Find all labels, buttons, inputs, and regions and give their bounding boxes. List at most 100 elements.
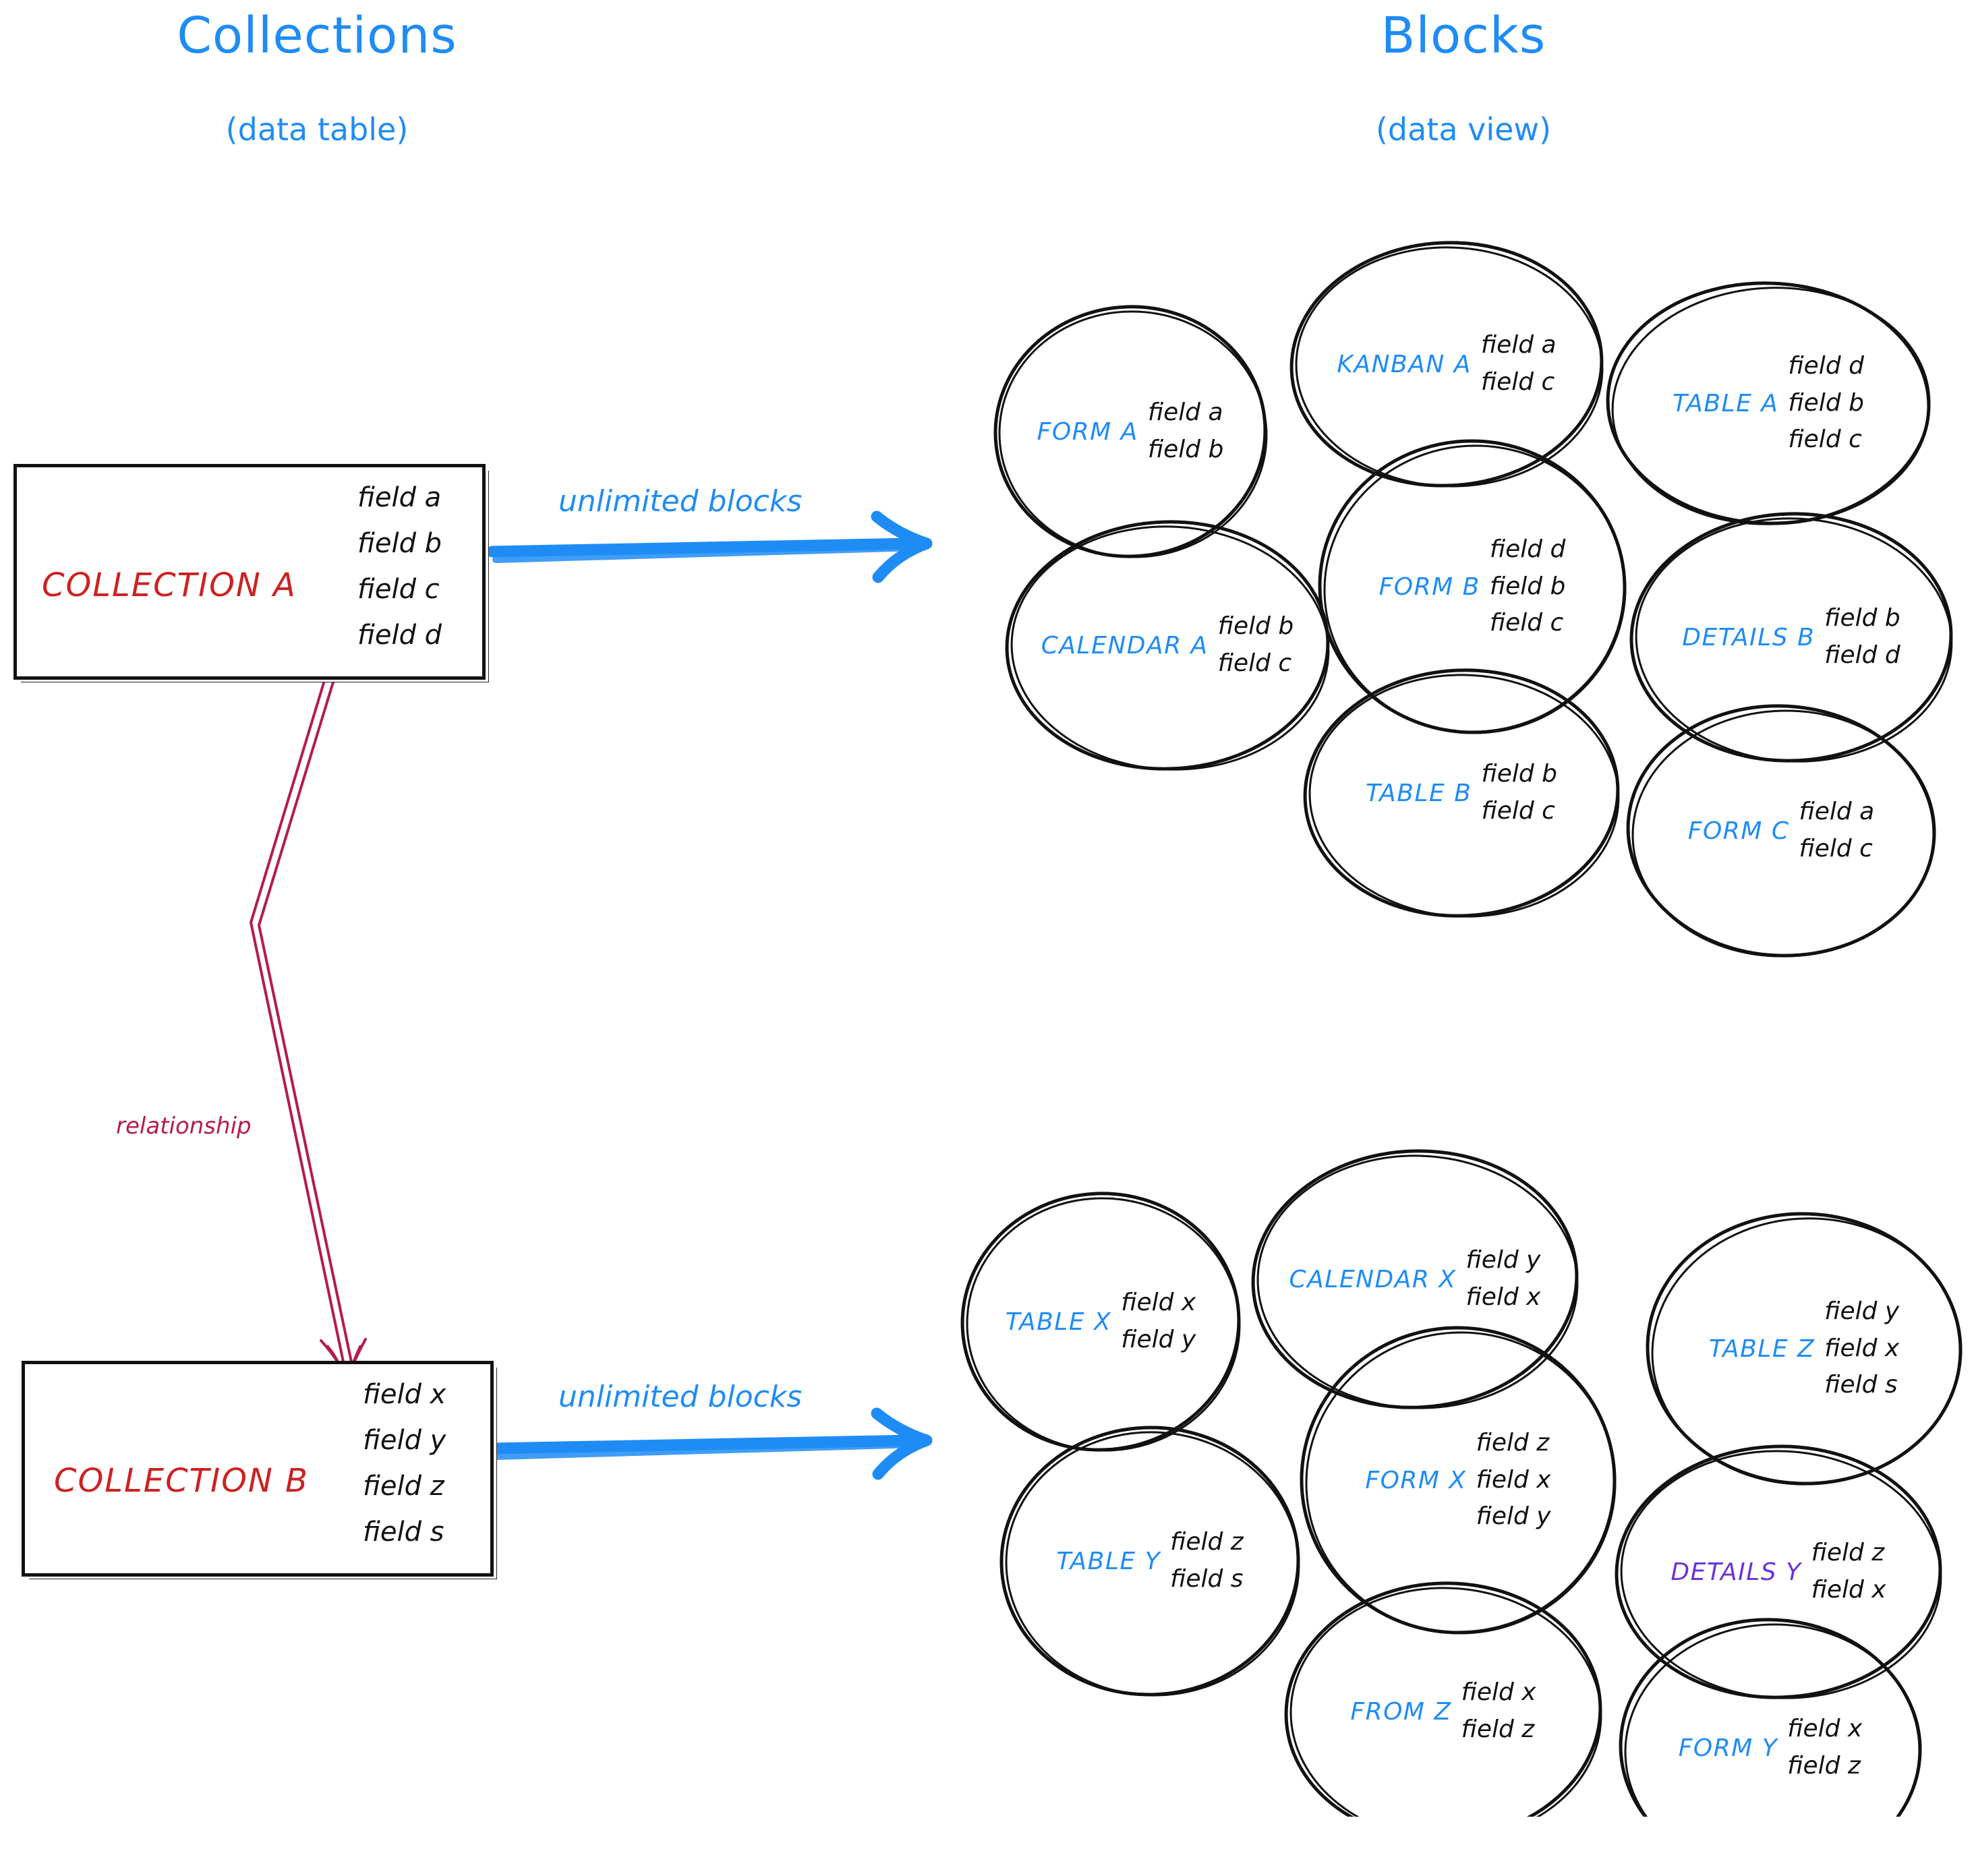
block-table-b[interactable]: TABLE B field b field c — [1305, 670, 1618, 916]
relationship-label: relationship — [116, 1113, 252, 1140]
block-name: FORM A — [1037, 417, 1138, 446]
block-name: FROM Z — [1350, 1697, 1452, 1726]
collection-a-field: field d — [357, 620, 442, 651]
collection-b-box[interactable] — [22, 1361, 494, 1577]
arrow-unlimited-blocks-b — [486, 1407, 933, 1480]
collection-b-field: field x — [363, 1379, 446, 1410]
arrow-label-unlimited-blocks-a: unlimited blocks — [558, 484, 803, 519]
block-field: field b — [1147, 436, 1224, 463]
block-details-y[interactable]: DETAILS Y field z field x — [1617, 1446, 1940, 1697]
block-field: field c — [1480, 368, 1555, 396]
block-field-list: field b field c — [1481, 756, 1557, 829]
block-field-list: field x field z — [1787, 1711, 1862, 1784]
page-subtitle-blocks: (data view) — [1375, 111, 1552, 148]
block-from-z[interactable]: FROM Z field x field z — [1286, 1583, 1600, 1840]
block-field: field a — [1480, 331, 1557, 359]
block-field: field x — [1476, 1465, 1551, 1494]
block-field: field b — [1489, 572, 1566, 600]
block-table-z[interactable]: TABLE Z field y field x field s — [1648, 1214, 1960, 1484]
block-field: field x — [1811, 1576, 1886, 1604]
block-field-list: field a field c — [1481, 327, 1557, 401]
block-kanban-a[interactable]: KANBAN A field a field c — [1291, 243, 1602, 486]
collection-a-field-list: field a field b field c field d — [357, 484, 442, 668]
block-field: field d — [1489, 535, 1566, 563]
block-calendar-a[interactable]: CALENDAR A field b field c — [1007, 522, 1328, 769]
collection-b-field-list: field x field y field z field s — [363, 1381, 446, 1564]
block-field: field y — [1121, 1326, 1196, 1353]
block-name: CALENDAR A — [1041, 631, 1209, 659]
block-field: field z — [1461, 1716, 1535, 1743]
block-field-list: field b field d — [1824, 600, 1900, 674]
block-field: field x — [1465, 1283, 1541, 1311]
block-name: TABLE Z — [1708, 1335, 1815, 1363]
block-field: field b — [1217, 612, 1294, 641]
block-table-a[interactable]: TABLE A field d field b field c — [1608, 283, 1929, 523]
block-field: field c — [1217, 649, 1292, 677]
block-field: field b — [1481, 760, 1557, 788]
block-form-y[interactable]: FORM Y field x field z — [1621, 1620, 1920, 1876]
collection-b-title: COLLECTION B — [54, 1462, 309, 1500]
collection-b-field: field y — [363, 1425, 446, 1456]
collection-a-box[interactable] — [13, 464, 486, 680]
block-field: field b — [1824, 604, 1900, 633]
block-name: TABLE A — [1673, 389, 1779, 417]
block-field-list: field z field x — [1811, 1535, 1886, 1608]
block-field: field x — [1121, 1289, 1196, 1317]
page-subtitle-collections: (data table) — [225, 111, 409, 148]
block-form-x[interactable]: FORM X field z field x field y — [1302, 1328, 1615, 1633]
block-field: field s — [1824, 1371, 1898, 1399]
collection-a-field: field b — [357, 528, 442, 559]
page-title-collections: Collections — [177, 7, 457, 65]
block-field: field z — [1170, 1528, 1244, 1556]
block-field: field d — [1788, 351, 1864, 380]
block-table-x[interactable]: TABLE X field x field y — [962, 1194, 1239, 1450]
block-field-list: field d field b field c — [1490, 531, 1566, 642]
block-name: KANBAN A — [1337, 350, 1472, 378]
arrow-unlimited-blocks-a — [486, 510, 933, 583]
block-field-list: field d field b field c — [1788, 348, 1864, 459]
block-field: field c — [1799, 835, 1873, 862]
block-field: field y — [1824, 1297, 1900, 1325]
block-field-list: field z field s — [1170, 1524, 1244, 1597]
diagram-canvas: Collections (data table) Blocks (data vi… — [13, 7, 1963, 1817]
block-field: field y — [1476, 1502, 1551, 1531]
block-field-list: field y field x — [1465, 1242, 1540, 1316]
block-field: field s — [1170, 1565, 1244, 1593]
block-calendar-x[interactable]: CALENDAR X field y field x — [1253, 1151, 1577, 1407]
page-title-blocks: Blocks — [1381, 7, 1546, 65]
block-field-list: field x field y — [1121, 1285, 1196, 1358]
relationship-connector — [250, 668, 367, 1385]
collection-a-field: field c — [357, 574, 440, 605]
block-table-y[interactable]: TABLE Y field z field s — [1001, 1428, 1298, 1695]
block-field-list: field y field x field s — [1824, 1293, 1899, 1404]
block-name: TABLE Y — [1056, 1547, 1161, 1575]
block-name: DETAILS Y — [1670, 1558, 1802, 1586]
block-field: field z — [1476, 1428, 1550, 1457]
block-field: field x — [1787, 1715, 1863, 1743]
block-name: TABLE X — [1005, 1308, 1112, 1336]
collection-a-title: COLLECTION A — [42, 566, 297, 604]
block-field-list: field x field z — [1461, 1674, 1536, 1748]
block-name: FORM C — [1687, 817, 1790, 845]
block-field: field a — [1799, 798, 1875, 826]
block-form-b[interactable]: FORM B field d field b field c — [1320, 441, 1625, 732]
block-details-b[interactable]: DETAILS B field b field d — [1631, 514, 1951, 761]
collection-b-field: field z — [363, 1471, 444, 1502]
block-form-c[interactable]: FORM C field a field c — [1628, 706, 1934, 956]
arrow-label-unlimited-blocks-b: unlimited blocks — [558, 1380, 803, 1414]
block-form-a[interactable]: FORM A field a field b — [995, 307, 1265, 556]
block-field: field c — [1481, 797, 1555, 825]
block-field: field c — [1788, 426, 1862, 454]
block-field: field b — [1788, 388, 1864, 417]
block-field-list: field b field c — [1218, 608, 1294, 682]
block-field: field x — [1824, 1334, 1900, 1362]
block-name: DETAILS B — [1682, 623, 1815, 651]
block-field: field a — [1147, 399, 1223, 427]
block-name: CALENDAR X — [1289, 1265, 1457, 1293]
block-field: field d — [1824, 641, 1900, 669]
block-field: field c — [1489, 609, 1564, 637]
block-field: field z — [1787, 1752, 1861, 1780]
block-field: field z — [1811, 1539, 1885, 1567]
block-name: TABLE B — [1365, 779, 1472, 807]
block-name: FORM B — [1378, 573, 1480, 601]
